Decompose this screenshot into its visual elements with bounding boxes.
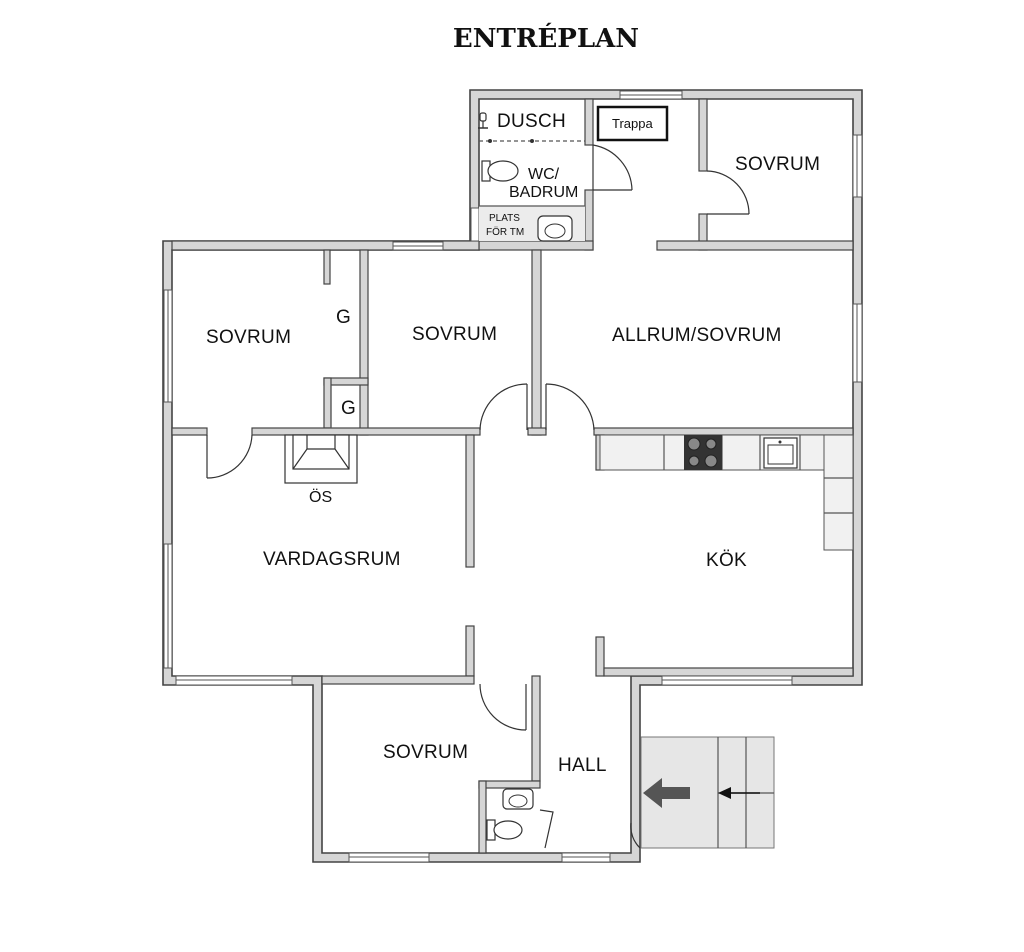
kitchen-sink-icon [763,437,798,469]
room-label-kok: KÖK [706,550,747,571]
room-label-vardagsrum: VARDAGSRUM [263,549,401,570]
trappa-label: Trappa [612,116,653,131]
room-label-sovrum-mid: SOVRUM [412,324,497,345]
garderob-label-1: G [336,307,351,328]
room-label-sovrum-ne: SOVRUM [735,154,820,175]
plats-label-line2: FÖR TM [486,226,524,238]
room-label-hall: HALL [558,755,607,776]
dusch-label: DUSCH [497,111,566,132]
fireplace-icon [284,434,358,484]
shower-icon [478,112,488,129]
stair-box: Trappa [596,105,669,142]
bathroom-area: DUSCH WC/ BADRUM PLATS FÖR TM [478,111,585,242]
south-toilet-icon [486,819,523,841]
doors [206,144,750,849]
toilet-icon [481,160,519,182]
wc-label-line2: BADRUM [509,184,578,201]
room-label-sovrum-s: SOVRUM [383,742,468,763]
sink-icon [537,215,573,242]
stove-icon [684,435,722,470]
room-label-sovrum-nw: SOVRUM [206,327,291,348]
stair-arrow-icon [718,787,760,799]
wc-label-line1: WC/ [528,166,560,183]
south-wc [486,788,534,841]
garderob-label-2: G [341,398,356,419]
small-sink-icon [502,788,534,810]
entrance-porch [640,736,775,849]
interior-walls [171,98,854,854]
kitchen-counter [599,434,854,551]
plan-title: ENTRÉPLAN [453,22,639,54]
room-label-allrum: ALLRUM/SOVRUM [612,325,782,346]
plats-label-line1: PLATS [489,213,520,224]
os-label: ÖS [309,488,332,506]
entrance-arrow-icon [643,778,690,808]
